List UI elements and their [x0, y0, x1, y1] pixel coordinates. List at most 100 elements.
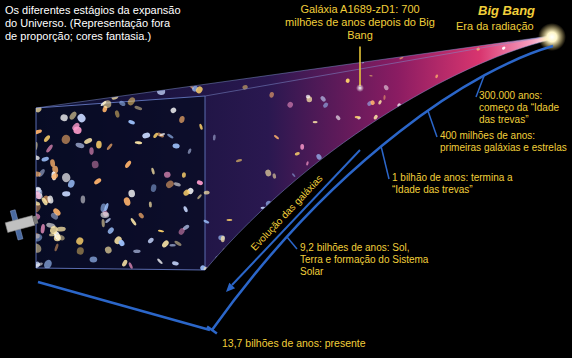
galaxy-dot: [385, 231, 391, 237]
front-face: [36, 96, 205, 270]
galaxy-dot: [170, 106, 178, 114]
galaxy-dot: [322, 102, 329, 109]
galaxy-dot: [138, 212, 145, 219]
galaxy-dot: [152, 132, 158, 139]
galaxy-dot: [380, 127, 383, 131]
galaxy-dot: [443, 201, 448, 206]
galaxy-dot: [58, 70, 69, 81]
galaxy-dot: [433, 164, 436, 167]
timeline-line: [38, 282, 210, 330]
label-text: 1 bilhão de anos: termina a “Idade das t…: [392, 172, 542, 196]
galaxy-dot: [83, 137, 93, 145]
galaxy-dot: [454, 220, 457, 223]
galaxy-dot: [179, 115, 186, 123]
galaxy-dot: [84, 87, 93, 95]
galaxy-dot: [282, 194, 288, 201]
galaxy-dot: [63, 85, 71, 92]
galaxy-marker: [356, 84, 364, 92]
galaxy-dot: [123, 45, 131, 51]
galaxy-dot: [92, 63, 98, 71]
galaxy-dot: [187, 148, 192, 154]
galaxy-dot: [459, 223, 462, 226]
galaxy-dot: [41, 197, 49, 207]
galaxy-dot: [167, 133, 174, 139]
galaxy-dot: [475, 114, 478, 117]
galaxy-dot: [293, 238, 298, 241]
galaxy-dot: [383, 95, 386, 100]
arrowhead: [226, 283, 235, 292]
cone-edge: [205, 40, 550, 270]
galaxy-dot: [52, 93, 62, 101]
galaxy-dot: [121, 259, 128, 267]
galaxy-dot: [269, 92, 275, 99]
galaxy-dot: [280, 246, 286, 251]
galaxy-dot: [41, 156, 49, 162]
galaxy-dot: [197, 194, 203, 200]
galaxy-dot: [292, 173, 296, 178]
title-text: Os diferentes estágios da expansão do Un…: [5, 4, 185, 44]
galaxy-dot: [114, 110, 120, 118]
galaxy-dot: [221, 236, 226, 243]
galaxy-dot: [509, 271, 511, 273]
galaxy-dot: [126, 96, 136, 107]
galaxy-dot: [497, 126, 500, 129]
galaxy-dot: [505, 209, 508, 211]
galaxy-dot: [40, 95, 48, 102]
galaxy-dot: [508, 246, 511, 248]
galaxy-dot: [47, 195, 54, 204]
galaxy-dot: [88, 55, 100, 67]
galaxy-dot: [196, 180, 203, 186]
galaxy-dot: [172, 261, 179, 266]
galaxy-dot: [349, 43, 353, 48]
galaxy-dot: [361, 182, 366, 187]
galaxy-dot: [312, 236, 317, 240]
galaxy-dot: [271, 38, 274, 43]
galaxy-dot: [49, 62, 56, 72]
galaxy-dot: [306, 95, 311, 99]
galaxy-dot: [485, 206, 487, 209]
galaxy-dot: [507, 223, 509, 225]
galaxy-dot: [367, 54, 373, 60]
galaxy-dot: [32, 171, 41, 177]
galaxy-dot: [519, 242, 522, 245]
galaxy-dot: [456, 209, 459, 211]
galaxy-dot: [183, 206, 189, 213]
galaxy-dot: [80, 73, 90, 83]
galaxy-dot: [391, 199, 395, 204]
galaxy-dot: [60, 133, 72, 145]
galaxy-dot: [102, 100, 112, 109]
galaxy-dot: [40, 224, 45, 234]
galaxy-dot: [55, 233, 65, 241]
galaxy-dot: [369, 214, 374, 220]
galaxy-dot: [326, 31, 331, 34]
leader-line: [359, 47, 361, 86]
galaxy-dot: [75, 142, 85, 149]
leader-line: [381, 146, 389, 179]
galaxy-dot: [505, 74, 507, 76]
galaxy-dot: [32, 233, 43, 243]
galaxy-dot: [75, 236, 85, 246]
galaxy-dot: [264, 169, 271, 177]
galaxy-dot: [31, 96, 40, 105]
label-text: 9,2 bilhões de anos: Sol, Terra e formaç…: [300, 242, 432, 278]
galaxy-dot: [178, 227, 186, 236]
galaxy-dot: [133, 250, 140, 254]
galaxy-dot: [332, 48, 339, 55]
galaxy-dot: [182, 172, 186, 178]
galaxy-dot: [76, 112, 87, 123]
galaxy-dot: [50, 159, 56, 167]
galaxy-dot: [272, 29, 278, 34]
galaxy-dot: [370, 100, 376, 106]
galaxy-dot: [474, 85, 478, 90]
galaxy-dot: [106, 143, 113, 151]
galaxy-dot: [35, 63, 41, 72]
galaxy-dot: [67, 46, 74, 55]
galaxy-dot: [329, 230, 336, 238]
timeline-line: [212, 46, 553, 330]
galaxy-dot: [446, 198, 450, 201]
galaxy-dot: [533, 159, 535, 160]
galaxy-dot: [337, 47, 343, 53]
galaxy-dot: [485, 160, 487, 163]
galaxy-dot: [89, 53, 98, 62]
galaxy-dot: [123, 197, 132, 207]
